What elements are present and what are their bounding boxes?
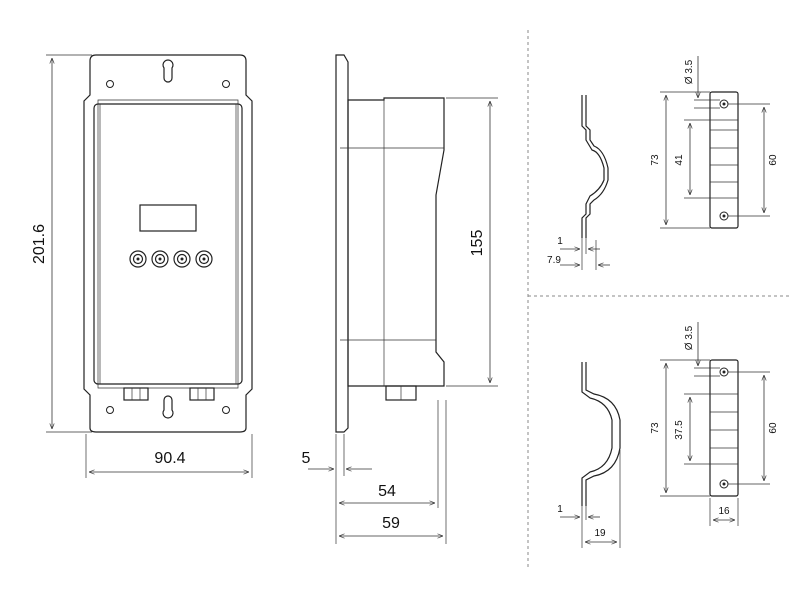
- display-window: [139, 204, 197, 232]
- dim-clip-top-inner: 41: [674, 154, 685, 166]
- dim-clip-bottom-depth: 19: [594, 528, 606, 539]
- dim-clip-bottom-thickness: 1: [557, 504, 563, 515]
- clip-top-profile: 1 7.9: [547, 95, 610, 270]
- dim-side-height: 155: [469, 230, 486, 257]
- dim-clip-top-thickness: 1: [557, 236, 563, 247]
- dim-side-total: 59: [382, 515, 400, 532]
- clip-top-front: 73 41 Ø 3.5 60: [650, 56, 779, 229]
- dim-clip-bottom-hole: Ø 3.5: [684, 325, 695, 350]
- buttons-row: [129, 250, 213, 268]
- dim-clip-top-pitch: 60: [768, 154, 779, 166]
- keyhole-bottom: [162, 395, 174, 419]
- dim-clip-bottom-length: 73: [650, 422, 661, 434]
- dim-clip-top-length: 73: [650, 154, 661, 166]
- dim-clip-bottom-width: 16: [718, 506, 730, 517]
- dim-clip-bottom-pitch: 60: [768, 422, 779, 434]
- dim-side-depth: 54: [378, 483, 396, 500]
- front-view: 201.6 90.4: [31, 54, 253, 478]
- dim-clip-bottom-inner: 37.5: [674, 420, 685, 440]
- side-view: 155 5 54 59: [302, 54, 498, 544]
- clip-bottom-front: 73 37.5 Ø 3.5 60 16: [650, 322, 779, 526]
- dim-clip-top-hole: Ø 3.5: [684, 59, 695, 84]
- dim-front-height: 201.6: [31, 224, 48, 264]
- keyhole-top: [162, 59, 174, 83]
- clip-bottom-profile: 1 19: [557, 362, 621, 548]
- dim-clip-top-depth: 7.9: [547, 255, 561, 266]
- dim-side-flange: 5: [302, 450, 311, 467]
- dim-front-width: 90.4: [154, 450, 185, 467]
